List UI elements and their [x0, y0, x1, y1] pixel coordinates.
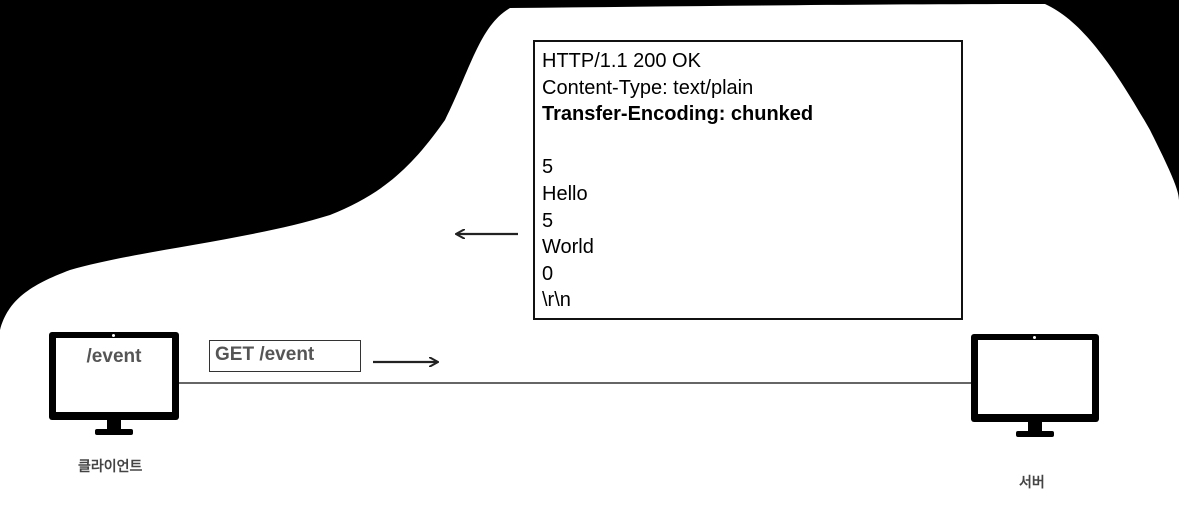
- content-type-header: Content-Type: text/plain: [542, 76, 754, 99]
- client-caption: 클라이언트: [78, 458, 143, 474]
- status-line: HTTP/1.1 200 OK: [542, 50, 701, 72]
- server-caption: 서버: [1019, 474, 1045, 490]
- request-label: GET /event: [209, 340, 361, 372]
- chunk-data-1: Hello: [542, 182, 588, 205]
- chunk-size-end: 0: [542, 262, 554, 285]
- chunk-data-2: World: [542, 236, 594, 259]
- http-response-box: HTTP/1.1 200 OK Content-Type: text/plain…: [533, 40, 963, 320]
- client-monitor-icon: /event: [49, 332, 179, 437]
- server-monitor-icon: [971, 334, 1099, 439]
- crlf-terminator: \r\n: [542, 289, 571, 312]
- client-screen-text: /event: [86, 346, 142, 367]
- transfer-encoding-header: Transfer-Encoding: chunked: [542, 103, 814, 126]
- chunk-size-2: 5: [542, 209, 554, 232]
- chunk-size-1: 5: [542, 156, 554, 179]
